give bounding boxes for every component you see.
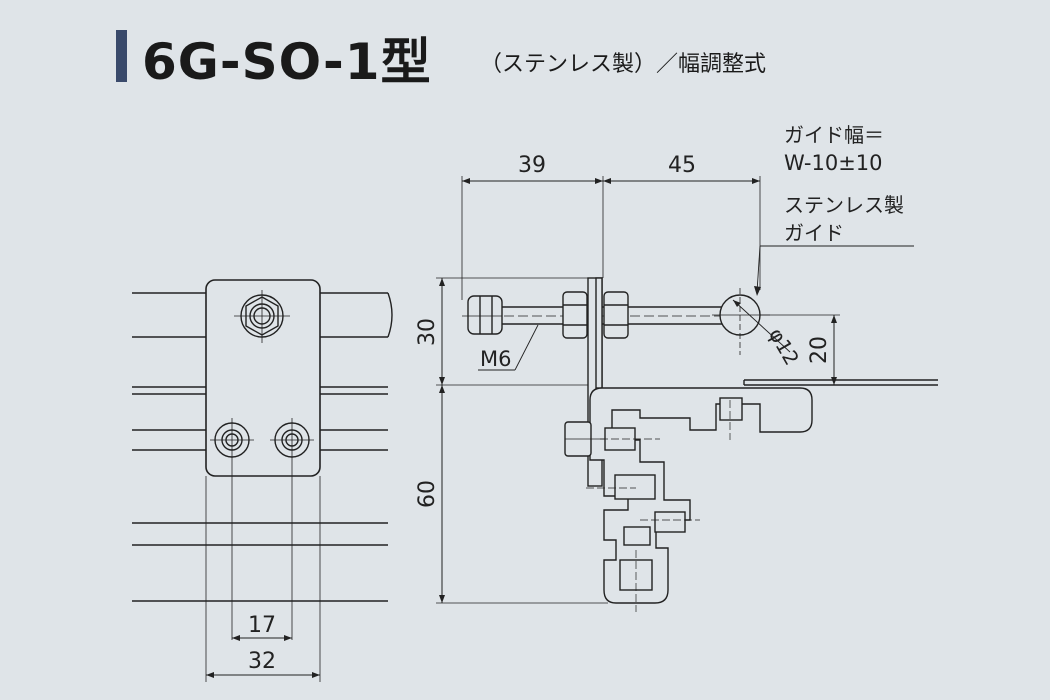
dim-45-label: 45 <box>668 153 696 178</box>
dim-32-label: 32 <box>248 649 276 674</box>
model-subtitle: （ステンレス製）／幅調整式 <box>480 52 767 77</box>
dim-20-label: 20 <box>807 336 832 364</box>
dim-30-label: 30 <box>415 318 440 346</box>
dim-39-label: 39 <box>518 153 546 178</box>
guide-material-line2: ガイド <box>784 221 844 245</box>
diameter-label: φ12 <box>764 324 804 369</box>
bolt-label: M6 <box>480 347 511 371</box>
top-nut <box>234 290 290 343</box>
model-title: 6G-SO-1型 <box>142 33 432 91</box>
guide-material-line1: ステンレス製 <box>784 193 904 217</box>
dimension-17 <box>232 635 292 641</box>
front-view <box>132 279 393 682</box>
dim-17-label: 17 <box>248 613 276 638</box>
title-accent-bar <box>116 30 127 82</box>
guide-rod-ball <box>712 288 770 355</box>
dimension-32 <box>205 476 321 682</box>
guide-width-line1: ガイド幅＝ <box>784 123 884 147</box>
guide-width-line2: W-10±10 <box>784 151 883 175</box>
bracket-plate <box>205 279 321 477</box>
side-view <box>436 176 938 612</box>
bottom-bolt-left <box>210 418 254 640</box>
bottom-bolt-right <box>270 418 314 640</box>
dim-60-label: 60 <box>415 480 440 508</box>
